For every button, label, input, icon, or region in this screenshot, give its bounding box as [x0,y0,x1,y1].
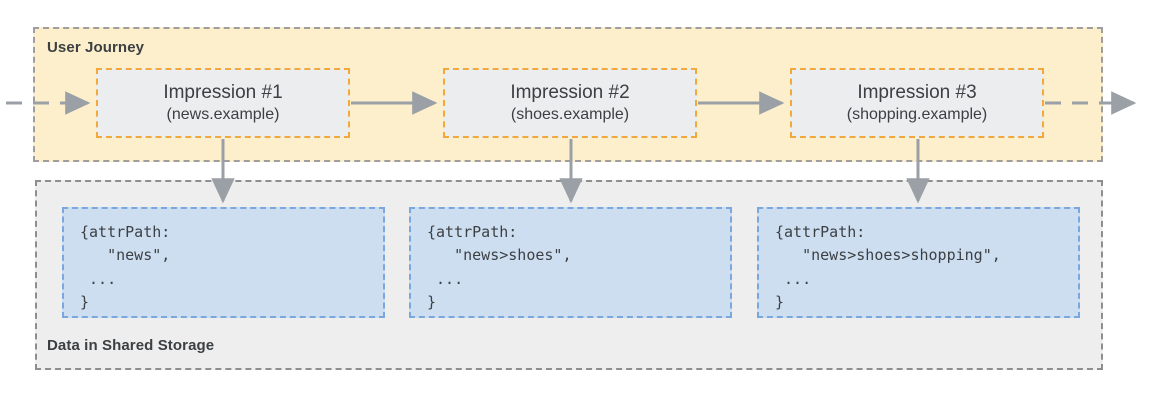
storage-entry-box-3: {attrPath: "news>shoes>shopping", ... } [757,207,1080,318]
impression-2-subtitle: (shoes.example) [510,105,630,123]
storage-entry-code-2: {attrPath: "news>shoes", ... } [427,223,572,311]
storage-entry-code-3: {attrPath: "news>shoes>shopping", ... } [775,223,1001,311]
storage-entry-code-1: {attrPath: "news", ... } [80,223,171,311]
impression-box-2: Impression #2 (shoes.example) [443,68,697,138]
impression-3-subtitle: (shopping.example) [846,105,988,123]
shared-storage-label: Data in Shared Storage [47,337,215,354]
impression-box-3: Impression #3 (shopping.example) [790,68,1044,138]
user-journey-label: User Journey [47,39,145,56]
impression-1-title: Impression #1 [163,81,283,103]
storage-entry-box-1: {attrPath: "news", ... } [62,207,385,318]
storage-entry-box-2: {attrPath: "news>shoes", ... } [409,207,732,318]
impression-1-subtitle: (news.example) [166,105,280,123]
impression-2-title: Impression #2 [510,81,630,103]
impression-3-title: Impression #3 [857,81,977,103]
impression-box-1: Impression #1 (news.example) [96,68,350,138]
